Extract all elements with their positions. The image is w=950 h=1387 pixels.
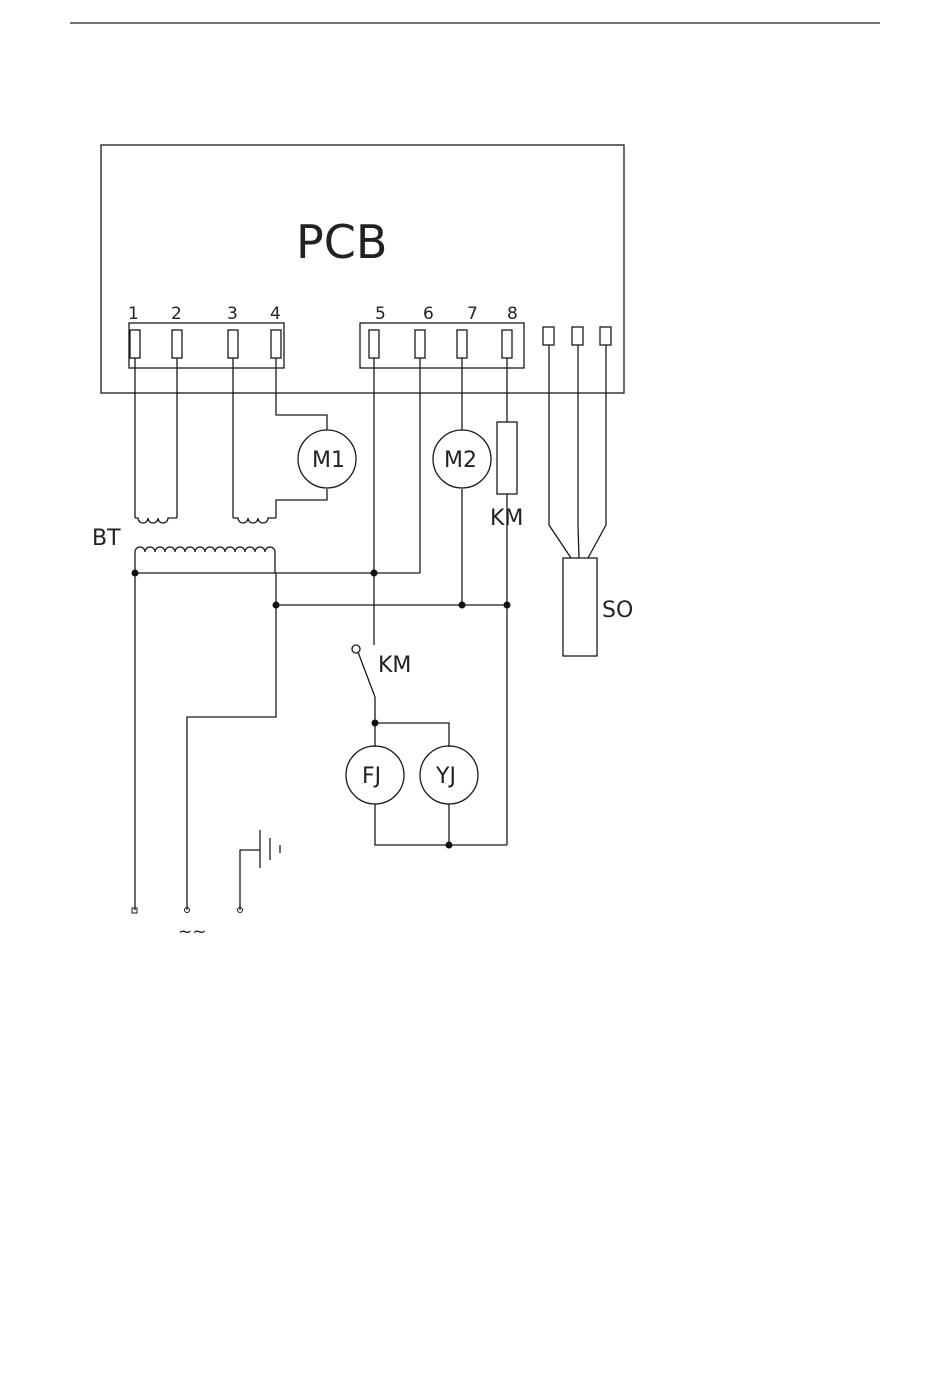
pin-label-3: 3 [227, 304, 238, 324]
motor-fj-label: FJ [362, 764, 381, 789]
junction-dot [273, 602, 280, 609]
motor-m1-label: M1 [312, 448, 345, 473]
motor-m2-label: M2 [444, 448, 477, 473]
junction-dot [504, 602, 511, 609]
pin-label-5: 5 [375, 304, 386, 324]
pin-6 [415, 330, 425, 358]
pcb-board [101, 145, 624, 393]
wire-fj-yj-bottom [375, 804, 507, 845]
ground-wire [240, 850, 260, 910]
wire-sensor-a [549, 345, 571, 558]
ground-icon [260, 830, 280, 868]
sensor-pin-c [600, 327, 611, 345]
connector-block-right [360, 323, 524, 368]
wire-sensor-c [588, 345, 606, 558]
junction-dot [446, 842, 453, 849]
wire-pin4-m1 [276, 358, 327, 430]
pin-label-4: 4 [270, 304, 281, 324]
pin-1 [130, 330, 140, 358]
pin-label-1: 1 [128, 304, 139, 324]
pin-4 [271, 330, 281, 358]
sensor-pin-b [572, 327, 583, 345]
pin-label-8: 8 [507, 304, 518, 324]
transformer-label: BT [92, 526, 121, 551]
pin-label-7: 7 [467, 304, 478, 324]
transformer-secondary-b [233, 518, 276, 523]
sensor-so [563, 558, 597, 656]
pin-label-6: 6 [423, 304, 434, 324]
pin-2 [172, 330, 182, 358]
relay-contact-arm [358, 652, 375, 697]
junction-dot [132, 570, 139, 577]
connector-block-left [129, 323, 284, 368]
wire-m1-return [276, 489, 327, 518]
pin-label-2: 2 [171, 304, 182, 324]
sensor-label: SO [602, 598, 633, 623]
junction-dot [371, 570, 378, 577]
transformer-primary [135, 547, 275, 573]
wire-fj-yj-top [375, 723, 449, 747]
pin-8 [502, 330, 512, 358]
pin-5 [369, 330, 379, 358]
wire-primary-right [187, 573, 276, 910]
pin-7 [457, 330, 467, 358]
motor-yj-label: YJ [435, 764, 456, 789]
junction-dot [372, 720, 379, 727]
junction-dot [459, 602, 466, 609]
pcb-label: PCB [296, 215, 387, 269]
sensor-pin-a [543, 327, 554, 345]
transformer-secondary-a [135, 518, 177, 523]
supply-label: ~~ [178, 922, 207, 942]
pin-3 [228, 330, 238, 358]
relay-coil-km [497, 422, 517, 494]
relay-contact-tip [352, 645, 360, 653]
relay-contact-label: KM [378, 653, 411, 678]
wire-sensor-b [578, 345, 579, 558]
